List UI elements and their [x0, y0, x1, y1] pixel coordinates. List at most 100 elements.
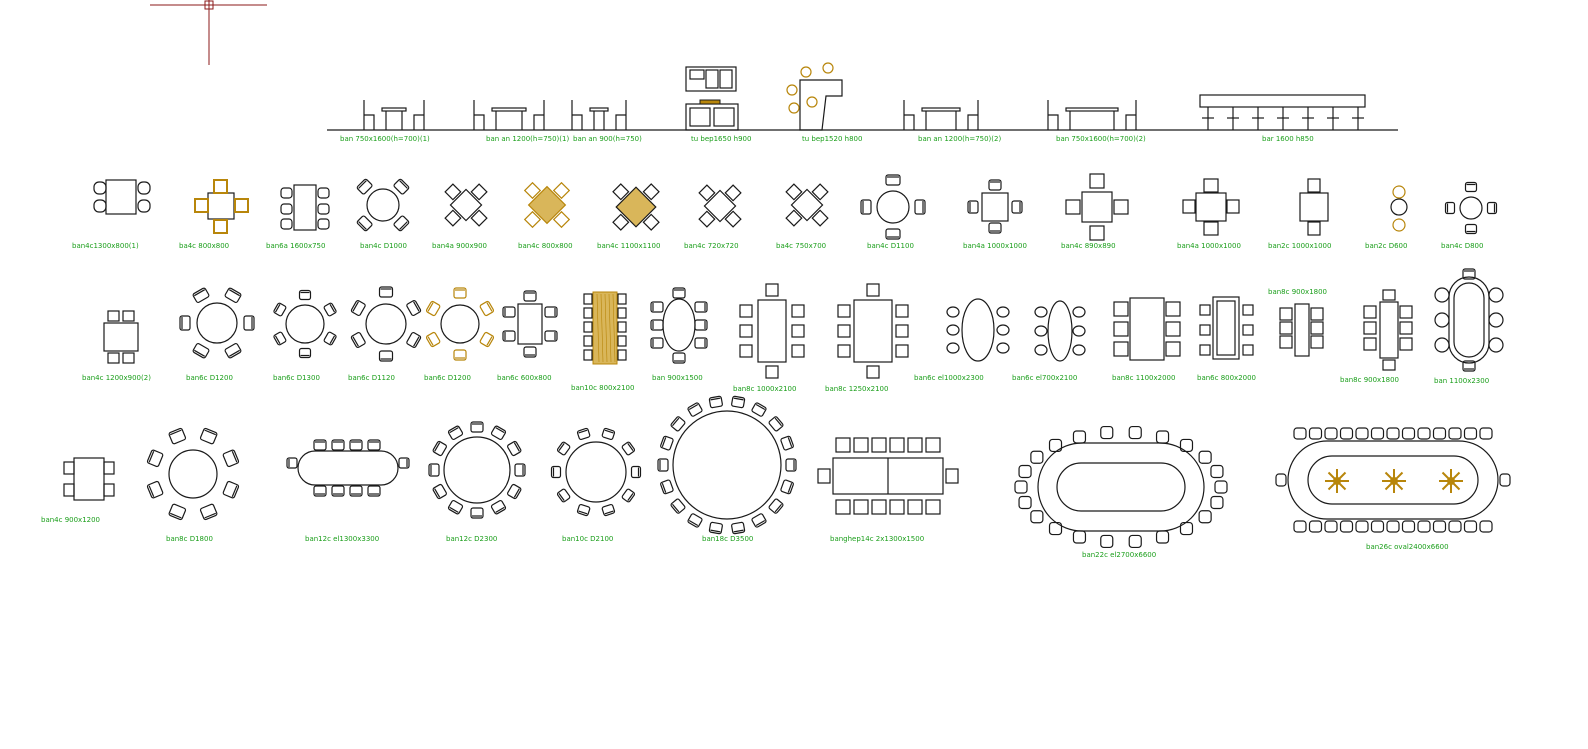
elevation-label: ban an 1200(h=750)(1): [486, 135, 569, 143]
table-label: ban18c D3500: [702, 535, 753, 543]
elevation-label: tu bep1650 h900: [691, 135, 751, 143]
table-label: ban8c 900x1800: [1340, 376, 1399, 384]
table-label: ban4c D1000: [360, 242, 407, 250]
elevation-label: ban 750x1600(h=700)(2): [1056, 135, 1146, 143]
table-label: ban4c 800x800: [518, 242, 573, 250]
table-label: ban6c 600x800: [497, 374, 552, 382]
table-ban18c-D3500: [657, 395, 797, 535]
crosshair-icon: [150, 0, 267, 65]
table-label: ban 900x1500: [652, 374, 703, 382]
table-label: ban26c oval2400x6600: [1366, 543, 1449, 551]
table-ban6c-D1120: [350, 286, 422, 362]
table-ban6c-D1300: [273, 289, 337, 359]
table-label: ban6c D1300: [273, 374, 320, 382]
table-ban6c-800x2000: [1199, 296, 1254, 360]
dining-elevation: [903, 100, 979, 130]
table-label: ban4a 900x900: [432, 242, 487, 250]
table-label: ban4c D800: [1441, 242, 1483, 250]
table-ban-900x1500: [650, 287, 708, 364]
table-ban4a-1000x1000: [967, 179, 1023, 234]
table-ban4c-720x720: [698, 184, 742, 228]
dining-elevation: [473, 100, 545, 130]
table-ban10c-800x2100: [583, 291, 627, 365]
table-ban4c-D800: [1444, 181, 1498, 235]
table-ban8c-D1800: [146, 427, 240, 521]
table-label: ban2c 1000x1000: [1268, 242, 1331, 250]
table-ba4c-800x800: [194, 179, 249, 234]
block-labels: ban 750x1600(h=700)(1) ban an 1200(h=750…: [41, 135, 1489, 559]
table-label: ba4c 750x700: [776, 242, 826, 250]
table-label: ba4c 800x800: [179, 242, 229, 250]
table-ban4c-1200x900: [103, 310, 139, 364]
table-label: ban6c el700x2100: [1012, 374, 1077, 382]
table-ban8c-1250x2100: [837, 283, 909, 379]
table-label: ban6a 1600x750: [266, 242, 325, 250]
table-label: ban4c D1100: [867, 242, 914, 250]
table-ban22c-el2700x6600: [1014, 425, 1228, 549]
table-ban4c-800x800-wood: [523, 181, 571, 229]
table-ban8c-900x1800-b: [1363, 289, 1413, 371]
table-label: ban8c 900x1800: [1268, 288, 1327, 296]
dining-elevation: [363, 100, 425, 130]
table-ban6c-el700x2100: [1034, 300, 1086, 362]
dining-elevation: [571, 100, 627, 130]
table-banghep14c-2x1300x1500: [817, 437, 959, 515]
table-label: ban6c D1120: [348, 374, 395, 382]
elevation-label: ban an 900(h=750): [573, 135, 642, 143]
table-label: banghep14c 2x1300x1500: [830, 535, 924, 543]
table-ban8c-900x1800: [1279, 303, 1324, 357]
table-ban4c-1100x1100: [612, 183, 660, 231]
table-ban12c-el1300x3300: [286, 439, 410, 497]
table-label: ban10c D2100: [562, 535, 613, 543]
table-ban4a-900x900: [444, 183, 488, 227]
furniture-blocks: [63, 62, 1511, 549]
table-label: ban6c D1200: [424, 374, 471, 382]
table-label: ban10c 800x2100: [571, 384, 634, 392]
table-label: ban2c D600: [1365, 242, 1407, 250]
table-label: ban6c 800x2000: [1197, 374, 1256, 382]
table-label: ban8c D1800: [166, 535, 213, 543]
elevation-label: bar 1600 h850: [1262, 135, 1314, 143]
table-ban26c-oval2400x6600: [1275, 427, 1511, 533]
elevation-label: tu bep1520 h800: [802, 135, 862, 143]
table-label: ban12c el1300x3300: [305, 535, 379, 543]
table-ban2c-1000x1000: [1299, 178, 1329, 236]
table-label: ban4c 720x720: [684, 242, 739, 250]
table-label: ban8c 1000x2100: [733, 385, 796, 393]
kitchen-cabinet-elevation: [685, 66, 739, 131]
table-label: ban22c el2700x6600: [1082, 551, 1156, 559]
table-ba4c-750x700: [785, 183, 829, 227]
dining-elevation: [1047, 100, 1137, 130]
table-label: ban4a 1000x1000: [1177, 242, 1241, 250]
table-ban2c-D600: [1390, 185, 1408, 232]
table-ban6c-D1200: [179, 287, 255, 359]
table-ban4c-D1100: [860, 174, 926, 240]
table-ban4c-890x890: [1065, 173, 1129, 241]
table-ban12c-D2300: [428, 421, 526, 519]
elevation-label: ban 750x1600(h=700)(1): [340, 135, 430, 143]
table-label: ban4a 1000x1000: [963, 242, 1027, 250]
table-ban6c-D1200-gold: [425, 287, 495, 361]
table-label: ban4c 900x1200: [41, 516, 100, 524]
table-ban6c-600x800: [502, 290, 558, 358]
table-ban8c-1100x2000: [1113, 297, 1181, 361]
table-label: ban4c 890x890: [1061, 242, 1116, 250]
elevation-label: ban an 1200(h=750)(2): [918, 135, 1001, 143]
table-ban8c-1000x2100: [739, 283, 805, 379]
table-ban-1100x2300: [1434, 268, 1504, 372]
bar-elevation: [1199, 94, 1366, 130]
table-ban10c-D2100: [550, 427, 642, 517]
table-label: ban6c el1000x2300: [914, 374, 984, 382]
table-ban6a-1600x750: [280, 184, 330, 231]
table-label: ban4c 1100x1100: [597, 242, 660, 250]
corner-cabinet-elevation: [786, 62, 843, 131]
table-label: ban8c 1250x2100: [825, 385, 888, 393]
table-label: ban4c 1200x900(2): [82, 374, 151, 382]
table-label: ban12c D2300: [446, 535, 497, 543]
table-label: ban6c D1200: [186, 374, 233, 382]
table-label: ban4c1300x800(1): [72, 242, 139, 250]
table-label: ban8c 1100x2000: [1112, 374, 1175, 382]
table-ban4a-1000x1000-b: [1182, 178, 1240, 236]
table-ban4c-900x1200: [63, 457, 115, 501]
